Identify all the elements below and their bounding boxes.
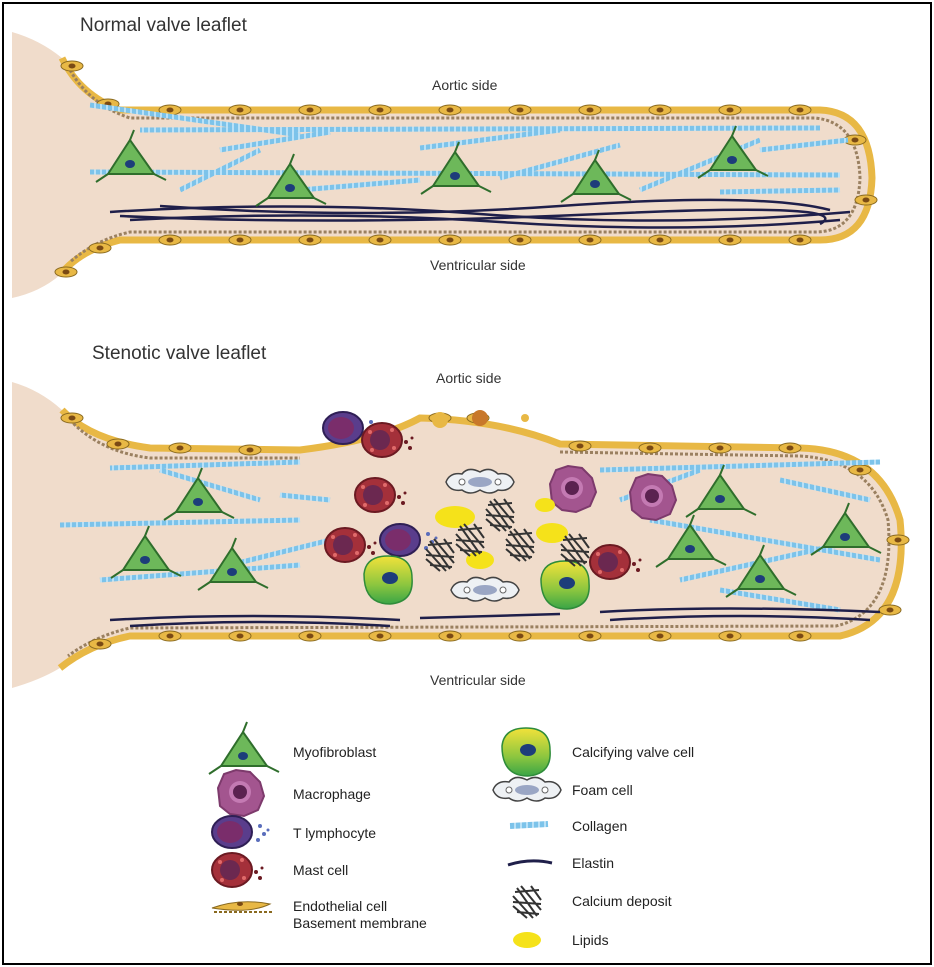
legend-basement-membrane-label: Basement membrane: [293, 915, 427, 931]
legend-calcium-deposit-label: Calcium deposit: [572, 893, 672, 909]
legend-elastin-label: Elastin: [572, 855, 614, 871]
elastin-icon: [508, 861, 552, 865]
legend-lipids-label: Lipids: [572, 932, 609, 948]
normal-panel-title: Normal valve leaflet: [80, 15, 247, 37]
calcifying-valve-cell-icon: [502, 728, 550, 776]
macrophage-icon: [218, 770, 264, 816]
t-lymphocyte-icon: [212, 816, 270, 848]
stenotic-leaflet: [12, 382, 909, 688]
stenotic-panel-title: Stenotic valve leaflet: [92, 343, 266, 365]
collagen-icon: [510, 824, 548, 826]
endothelial-cell-icon: [212, 902, 272, 912]
mast-cell-icon: [212, 853, 264, 887]
lipids-icon: [513, 932, 541, 948]
stenotic-aortic-label: Aortic side: [436, 370, 501, 386]
legend-endothelial-label: Endothelial cell: [293, 898, 387, 914]
legend-myofibroblast-label: Myofibroblast: [293, 744, 376, 760]
legend-t-lymphocyte-label: T lymphocyte: [293, 825, 376, 841]
stenotic-ventricular-label: Ventricular side: [430, 672, 526, 688]
legend-macrophage-label: Macrophage: [293, 786, 371, 802]
myofibroblast-icon: [209, 722, 279, 774]
legend-calcifying-label: Calcifying valve cell: [572, 744, 694, 760]
legend-collagen-label: Collagen: [572, 818, 627, 834]
normal-aortic-label: Aortic side: [432, 77, 497, 93]
legend-foam-cell-label: Foam cell: [572, 782, 633, 798]
foam-cell-icon: [493, 777, 561, 801]
legend-mast-cell-label: Mast cell: [293, 862, 348, 878]
calcium-deposit-icon: [513, 886, 541, 918]
normal-ventricular-label: Ventricular side: [430, 257, 526, 273]
